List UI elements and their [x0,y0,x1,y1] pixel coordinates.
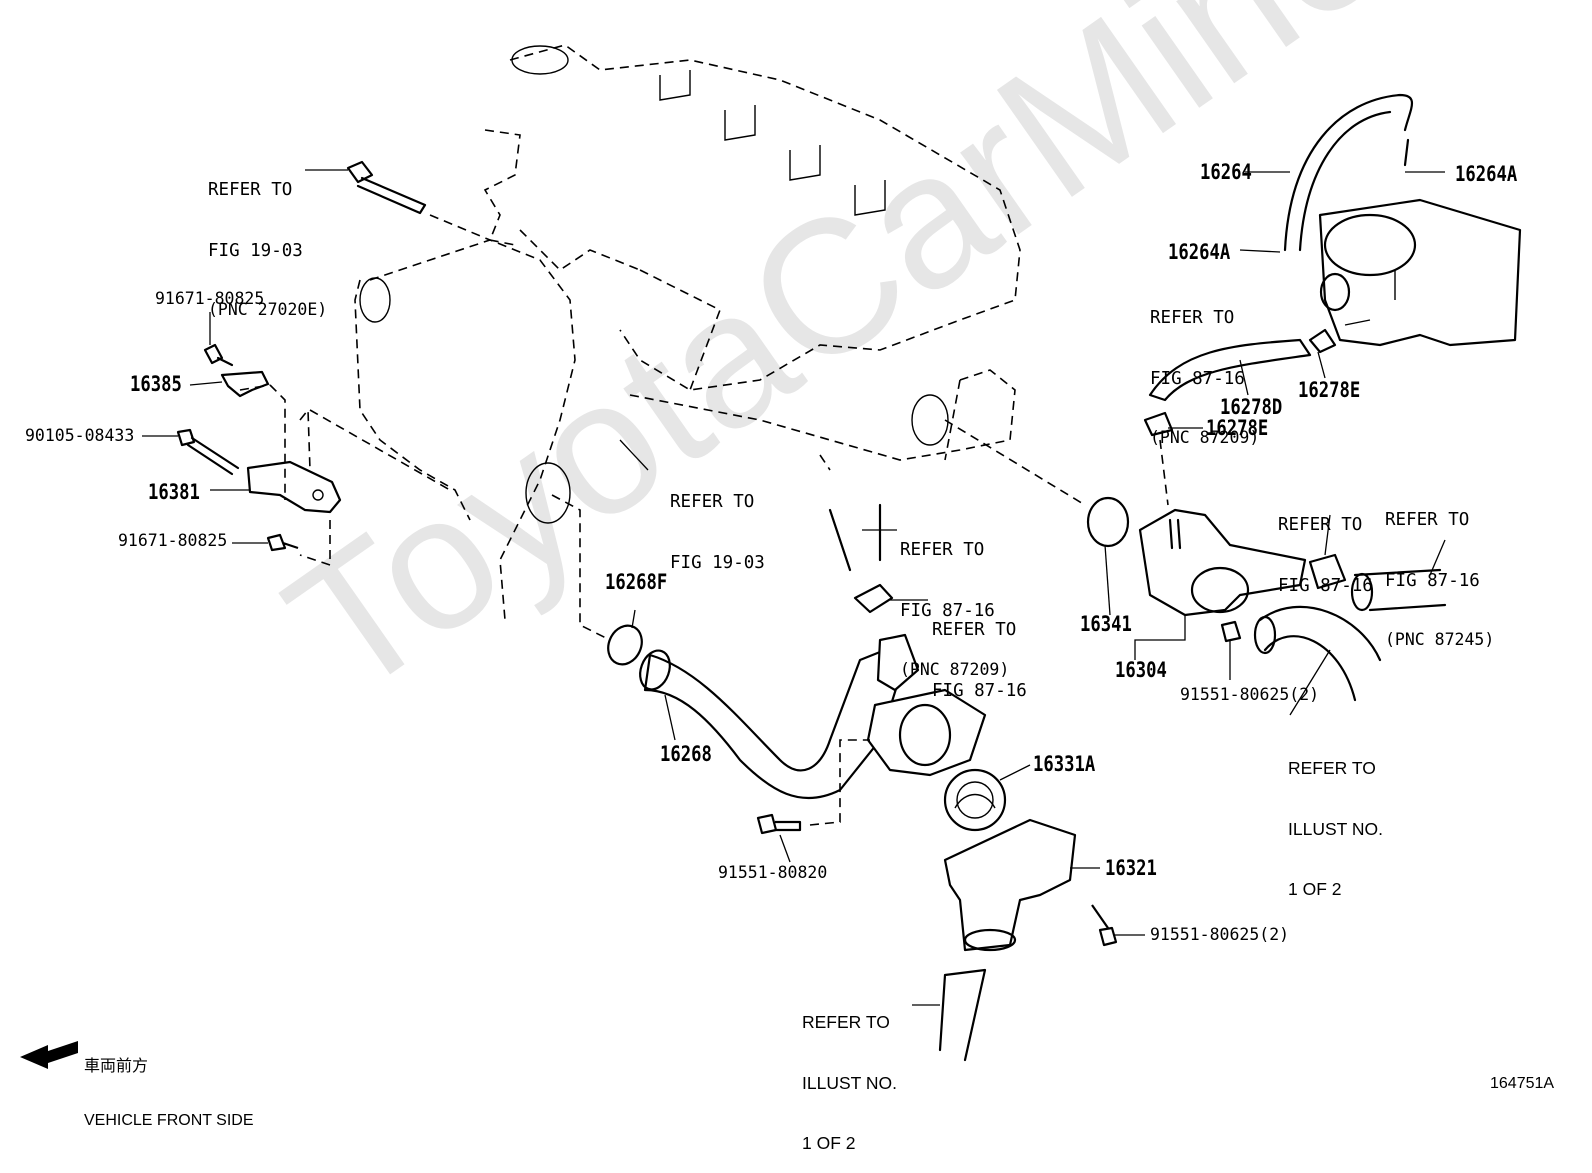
part-90105-08433: 90105-08433 [25,426,135,445]
part-16264a-mid: 16264A [1168,240,1231,264]
part-16268: 16268 [660,742,712,766]
vehicle-front-arrow-icon [20,1041,78,1069]
ref-line: REFER TO [900,540,985,561]
ref-fig8716-pnc87209-upper: REFER TO FIG 87-16 (PNC 87209) [1150,268,1259,468]
water-inlet-16321 [943,818,1077,952]
ref-line: ILLUST NO. [1288,818,1383,839]
leader-lines [142,169,1446,1006]
ref-line: FIG 87-16 [932,680,1027,701]
ref-line: FIG 87-16 [1385,570,1480,591]
part-91671-80825-bottom: 91671-80825 [118,531,228,550]
water-outlet-16304 [1138,508,1307,617]
ref-line: REFER TO [208,180,293,201]
part-16278d: 16278D [1220,395,1283,419]
part-16304: 16304 [1115,658,1167,682]
part-16331a: 16331A [1033,752,1096,776]
ref-line: FIG 87-16 [1278,575,1373,596]
engine-details [359,45,949,524]
parts-diagram [20,44,1522,1069]
o-ring-16268f [607,624,643,666]
ref-fig8716-pnc87245: REFER TO FIG 87-16 (PNC 87245) [1385,470,1494,670]
vehicle-front-side-label: 車両前方 VEHICLE FRONT SIDE [84,1020,254,1149]
part-16264: 16264 [1200,160,1252,184]
thermostat-16331a [943,768,1007,832]
engine-block-outline [354,44,1021,621]
ref-line: REFER TO [1288,758,1376,779]
ref-pnc: (PNC 27020E) [208,300,328,319]
ref-line: REFER TO [932,620,1017,641]
clip-16278e-right [1308,328,1337,354]
left-guide-lines [239,384,451,567]
ref-line: 1 OF 2 [1288,879,1342,899]
part-16264a-top: 16264A [1455,162,1518,186]
o-ring-16341 [1086,496,1130,548]
bolt-91551-80625-bottom [1091,904,1118,947]
hose-bottom [938,968,987,1062]
ref-line: FIG 19-03 [208,240,303,261]
bolt-91671-bottom [266,533,299,552]
bolt-90105 [176,428,240,476]
ref-line: REFER TO [670,492,755,513]
ref-fig8716-right: REFER TO FIG 87-16 [1278,475,1373,616]
hose-16278d [1148,338,1312,402]
ref-fig1903-top: REFER TO FIG 19-03 (PNC 27020E) [208,140,327,340]
part-91671-80825-top: 91671-80825 [155,289,265,308]
hose-pnc87209-center [828,503,894,614]
part-16268f: 16268F [605,570,668,594]
bolt-27020e [346,160,491,241]
part-16385: 16385 [130,372,182,396]
ref-line: REFER TO [1150,308,1235,329]
front-side-jp: 車両前方 [84,1055,149,1075]
ref-illust-right: REFER TO ILLUST NO. 1 OF 2 [1288,718,1383,919]
part-91551-80625-mid: 91551-80625(2) [1180,685,1320,704]
part-16278e-right: 16278E [1298,378,1361,402]
bracket-16381 [246,460,342,514]
ref-line: ILLUST NO. [802,1072,897,1093]
part-91551-80820: 91551-80820 [718,863,828,882]
throttle-body [1318,198,1522,347]
part-16321: 16321 [1105,856,1157,880]
ref-line: 1 OF 2 [802,1133,856,1153]
ref-pnc: (PNC 87209) [900,660,1010,679]
ref-fig8716-center: REFER TO FIG 87-16 [932,580,1027,721]
diagram-id: 164751A [1490,1075,1555,1092]
part-16278e-left: 16278E [1206,416,1269,440]
ref-line: FIG 19-03 [670,552,765,573]
ref-line: FIG 87-16 [1150,368,1245,389]
part-16381: 16381 [148,480,200,504]
part-91551-80625-bottom: 91551-80625(2) [1150,925,1290,944]
ref-pnc: (PNC 87209) [1150,428,1260,447]
ref-illust-bottom: REFER TO ILLUST NO. 1 OF 2 [802,972,897,1173]
ref-line: REFER TO [1278,515,1363,536]
ref-line: REFER TO [1385,510,1470,531]
ref-line: FIG 87-16 [900,600,995,621]
front-side-en: VEHICLE FRONT SIDE [84,1111,254,1129]
bracket-16385 [203,343,270,398]
clip-16278e-left [1143,411,1174,437]
ref-fig1903-mid: REFER TO FIG 19-03 [670,452,765,593]
hoses-right [1220,553,1447,702]
ref-fig8716-pnc87209-center: REFER TO FIG 87-16 (PNC 87209) [900,500,1009,700]
ref-line: REFER TO [802,1012,890,1033]
part-16341: 16341 [1080,612,1132,636]
bolt-91551-80820 [756,739,870,835]
hose-16264 [1283,93,1413,252]
ref-pnc: (PNC 87245) [1385,630,1495,649]
